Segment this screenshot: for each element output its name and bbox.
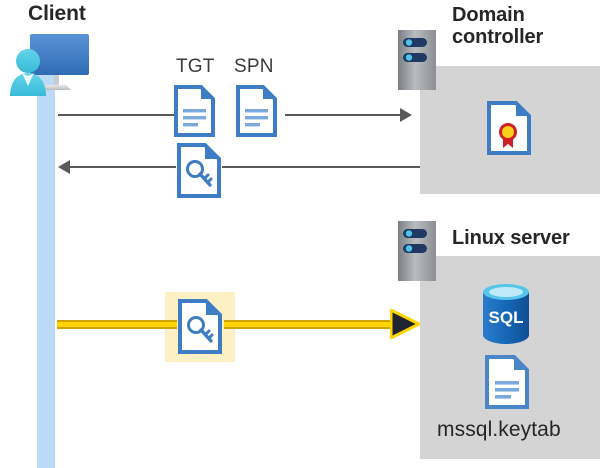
spn-document-icon xyxy=(236,85,277,137)
domain-controller-server-rack-icon xyxy=(398,30,436,90)
keytab-document-icon xyxy=(485,355,529,409)
service-ticket-key-document-icon xyxy=(178,299,222,354)
request-arrow-line-left xyxy=(58,114,176,116)
service-ticket-arrow-head xyxy=(389,308,421,340)
tgt-document-icon xyxy=(174,85,215,137)
response-arrow-line-left xyxy=(70,166,176,168)
response-arrow-line-right xyxy=(222,166,420,168)
response-key-document-icon xyxy=(177,143,221,198)
linux-server-heading: Linux server xyxy=(452,227,570,249)
domain-controller-heading-line1: Domain xyxy=(452,4,525,26)
linux-server-rack-icon xyxy=(398,221,436,281)
service-ticket-arrow-line-right xyxy=(224,320,392,329)
sql-database-label: SQL xyxy=(489,308,524,327)
service-ticket-arrow-line-left xyxy=(57,320,177,329)
domain-controller-heading: Domain controller xyxy=(452,4,592,49)
sql-database-icon: SQL xyxy=(478,283,534,345)
tgt-label: TGT xyxy=(176,56,215,77)
request-arrow-line-right xyxy=(285,114,401,116)
client-workstation-icon xyxy=(8,28,96,100)
keytab-file-name: mssql.keytab xyxy=(437,418,561,441)
client-lifeline xyxy=(37,72,55,468)
response-arrow-head xyxy=(58,160,70,174)
request-arrow-head xyxy=(400,108,412,122)
domain-controller-heading-line2: controller xyxy=(452,26,544,49)
spn-label: SPN xyxy=(234,56,274,77)
certificate-document-icon xyxy=(487,101,531,155)
client-heading: Client xyxy=(28,2,86,25)
